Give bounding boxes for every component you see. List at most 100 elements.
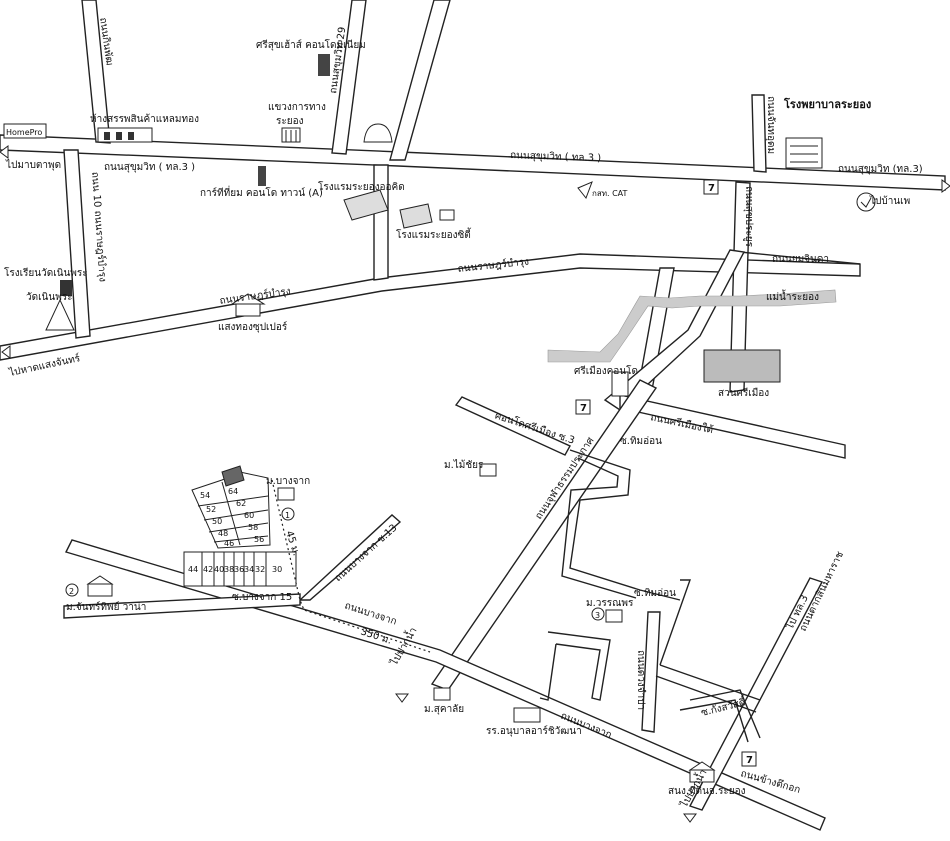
label-soi-timorn-2: ซ.ทิมอ่อน bbox=[634, 588, 676, 599]
marker-two-label: 2 bbox=[69, 587, 74, 596]
plot-48: 48 bbox=[218, 529, 228, 538]
condo-icon-2 bbox=[258, 166, 266, 186]
label-school-wat: โรงเรียนวัดเนินพระ bbox=[4, 266, 88, 279]
land-office-icon bbox=[688, 761, 716, 783]
plot-30: 30 bbox=[272, 565, 282, 574]
label-to-ban-phe: ไปบ้านเพ bbox=[869, 195, 910, 207]
road-sukprarat bbox=[729, 181, 751, 393]
arrow-right-icon bbox=[941, 179, 950, 193]
label-homepro: HomePro bbox=[6, 128, 42, 137]
road-bangchak-15 bbox=[63, 593, 301, 619]
label-wat-noenphra: วัดเนินพระ bbox=[26, 292, 73, 303]
arrow-down-icon-2 bbox=[683, 813, 697, 823]
plot-54: 54 bbox=[200, 491, 210, 500]
plot-32: 32 bbox=[255, 565, 265, 574]
label-bangchak-15: ซ.บางจาก 15 bbox=[232, 592, 292, 603]
marker-three-label: 3 bbox=[595, 611, 600, 620]
plot-60: 60 bbox=[244, 511, 254, 520]
label-hotel-city: โรงแรมระยองซิตี้ bbox=[396, 227, 472, 241]
road-sukhumvit-29 bbox=[331, 0, 367, 155]
temple-icon bbox=[45, 280, 75, 331]
plot-36: 36 bbox=[234, 565, 244, 574]
plot-40: 40 bbox=[214, 565, 224, 574]
plot-58: 58 bbox=[248, 523, 258, 532]
plot-numbers-lower: 44 42 40 38 36 34 32 30 bbox=[188, 565, 282, 574]
ptt-icon bbox=[856, 192, 876, 212]
plot-numbers-upper: 54 64 52 62 50 60 48 58 46 56 bbox=[200, 487, 264, 548]
plot-42: 42 bbox=[203, 565, 213, 574]
plot-34: 34 bbox=[244, 565, 254, 574]
plot-46: 46 bbox=[224, 539, 234, 548]
label-sukprarat: ถนนสุขประยูร bbox=[743, 186, 754, 248]
label-sukhumvit-west: ถนนสุขุมวิท ( ทล.3 ) bbox=[104, 162, 195, 173]
house-icon-sukalai bbox=[433, 687, 451, 701]
label-sri-mueang-condo: ศรีเมืองคอนโด bbox=[574, 364, 638, 377]
label-sukhumvit-east: ถนนสุขุมวิท (ทล.3) bbox=[838, 164, 923, 175]
label-to-map-ta-phut: ไปมาบตาพุด bbox=[5, 159, 61, 171]
label-yomchinda: ถนนยมจินดา bbox=[772, 254, 829, 265]
marker-one bbox=[281, 507, 295, 521]
school-icon bbox=[513, 707, 541, 723]
plot-52: 52 bbox=[206, 505, 216, 514]
house-icon-bangchak bbox=[277, 487, 295, 501]
road-taksin bbox=[688, 577, 824, 811]
label-m-bangchak: ม.บางจาก bbox=[266, 476, 310, 487]
label-tot-office: สนง.ที่ดินจ.ระยอง bbox=[668, 783, 746, 797]
land-plots-upper bbox=[191, 465, 271, 549]
arrow-left-icon-2 bbox=[1, 345, 11, 359]
svg-text:7: 7 bbox=[708, 183, 715, 194]
plot-62: 62 bbox=[236, 499, 246, 508]
7eleven-icon: 7 bbox=[703, 179, 719, 195]
house-icon-junhathip bbox=[86, 575, 114, 597]
label-school-anuban: รร.อนุบาลอาร์ชิวัฒนา bbox=[486, 725, 582, 737]
plot-50: 50 bbox=[212, 517, 222, 526]
label-nuan-kang: แขวงการทาง bbox=[268, 102, 326, 113]
road-soi-kuangsawat bbox=[689, 689, 761, 739]
arrow-down-icon bbox=[395, 693, 409, 703]
arrow-left-icon bbox=[0, 145, 9, 159]
label-ratbamrung-10: ถนน 10 ถนนราษฎร์บำรุง bbox=[89, 171, 109, 282]
shell-icon bbox=[363, 123, 393, 143]
label-m-mai-chai: ม.ไม้ชัยร bbox=[444, 459, 484, 471]
river-rayong bbox=[547, 289, 837, 363]
government-building-icon bbox=[281, 127, 301, 143]
label-mae-nam: แม่น้ำระยอง bbox=[766, 289, 819, 303]
plot-38: 38 bbox=[224, 565, 234, 574]
svg-text:7: 7 bbox=[746, 755, 753, 766]
park-icon bbox=[703, 349, 781, 383]
label-kanti-condo: การ์ทีที่ยม คอนโด ทาวน์ (A) bbox=[200, 185, 323, 199]
label-saeng-thong: แสงทองซุปเปอร์ bbox=[218, 321, 288, 333]
label-m-junhathip: ม.จันทร์ทิพย์ วาน่า bbox=[66, 601, 146, 613]
supermarket-icon bbox=[230, 293, 266, 317]
road-chantudom bbox=[751, 94, 767, 173]
cat-icon bbox=[577, 181, 593, 199]
label-m-sukalai: ม.สุคาลัย bbox=[424, 704, 464, 715]
road-bangchak-13 bbox=[298, 514, 402, 601]
plot-56: 56 bbox=[254, 535, 264, 544]
label-chantudom: ถนนจันทอุดม bbox=[765, 96, 776, 154]
tesco-icon bbox=[97, 127, 153, 143]
label-soi-timorn-1: ซ.ทิมอ่อน bbox=[620, 436, 662, 447]
label-sriwan-condo: ศรีสุขเฮ้าส์ คอนโดมิเนียม bbox=[256, 38, 366, 51]
hotel-icon bbox=[343, 189, 389, 221]
house-icon-mai-chai bbox=[479, 463, 497, 477]
label-bangchak-13: ถนนบางจาก ซ.13 bbox=[333, 523, 400, 585]
label-hospital: โรงพยาบาลระยอง bbox=[783, 97, 871, 111]
marker-two bbox=[65, 583, 79, 597]
land-plots-lower bbox=[183, 551, 297, 587]
label-cat: กสท. CAT bbox=[592, 189, 628, 198]
homepro-sign-icon bbox=[3, 123, 47, 139]
label-hotel-orchid: โรงแรมระยองออคิด bbox=[318, 180, 405, 193]
road-ratbamrung-10 bbox=[63, 149, 91, 339]
7eleven-icon-3: 7 bbox=[741, 751, 757, 767]
house-icon-warapha bbox=[605, 609, 623, 623]
plot-64: 64 bbox=[228, 487, 238, 496]
marker-three bbox=[591, 607, 605, 621]
7eleven-icon-2: 7 bbox=[575, 399, 591, 415]
marker-one-label: 1 bbox=[285, 511, 290, 520]
road-bangchak bbox=[65, 539, 826, 831]
hospital-icon bbox=[785, 137, 823, 169]
road-sri-mueang-tai bbox=[619, 394, 846, 459]
label-suan-sri-mueang: สวนศรีเมือง bbox=[718, 387, 769, 399]
